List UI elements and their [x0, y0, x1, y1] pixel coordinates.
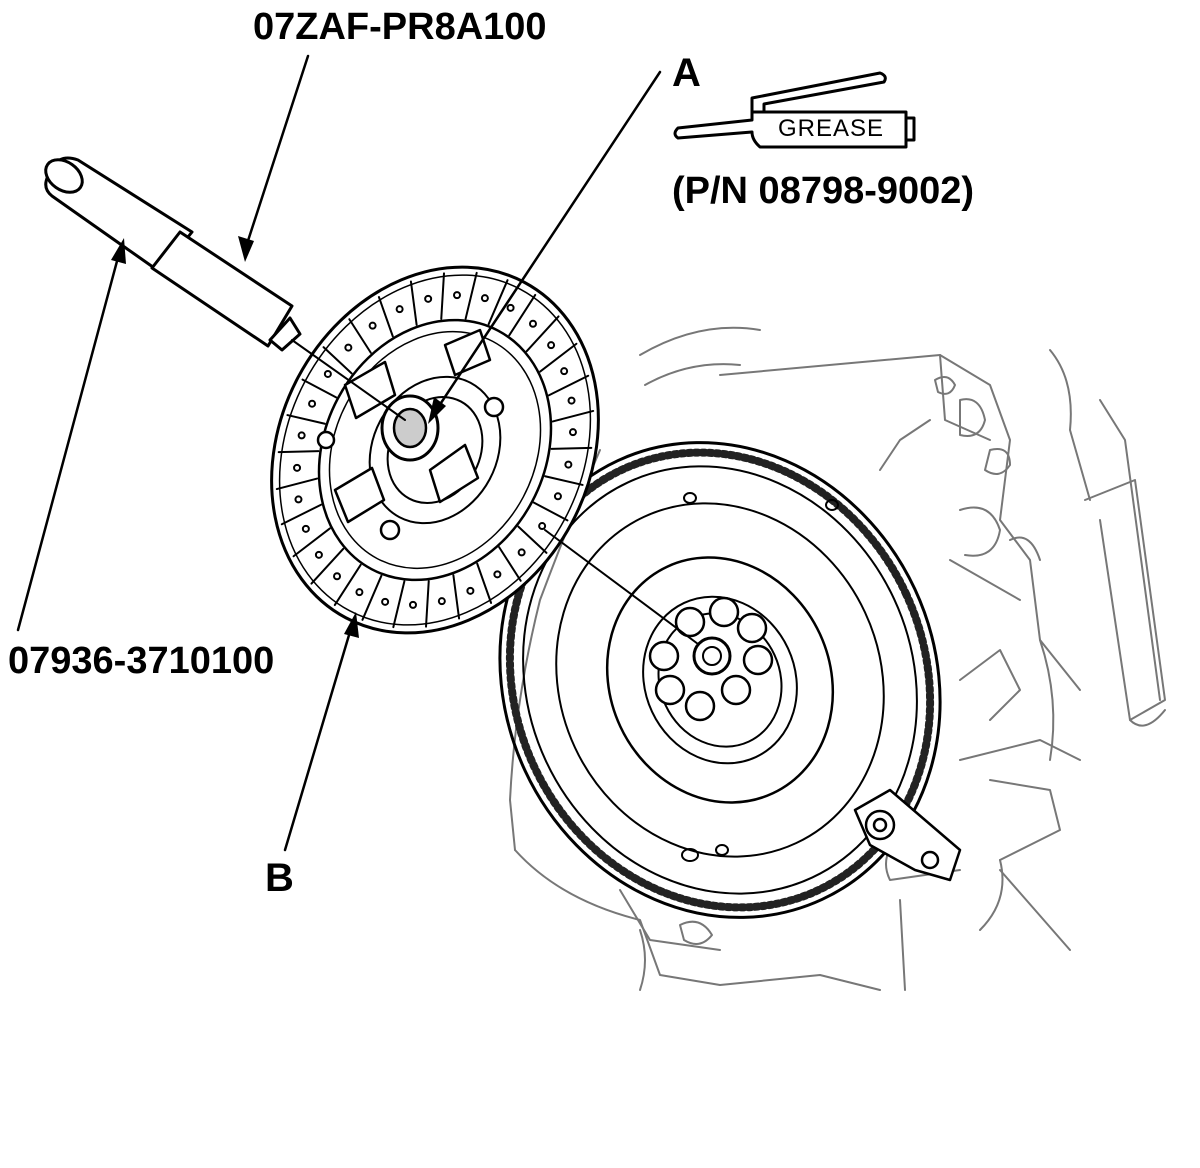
friction-rivet: [301, 524, 310, 533]
flywheel-holes: [681, 492, 839, 862]
friction-rivet: [368, 321, 377, 330]
flywheel: [498, 441, 942, 919]
friction-segment-divider: [532, 501, 569, 522]
friction-segment-divider: [275, 477, 319, 491]
friction-segment-divider: [286, 414, 326, 425]
friction-segment-divider: [409, 280, 418, 326]
flywheel-holder: [853, 788, 962, 882]
friction-rivet: [538, 522, 547, 531]
friction-rivet: [355, 588, 364, 597]
friction-segment-divider: [550, 446, 593, 450]
friction-segment-divider: [377, 296, 394, 338]
friction-rivet: [564, 460, 573, 469]
friction-rivet: [567, 396, 576, 405]
friction-rivet: [453, 291, 462, 300]
tool-number-left-label: 07936-3710100: [8, 640, 275, 682]
friction-segment-divider: [392, 580, 406, 629]
part-number-label: (P/N 08798-9002): [672, 170, 975, 212]
friction-rivet: [493, 570, 502, 579]
friction-rivet: [560, 367, 569, 376]
grease-tube-icon: [673, 71, 916, 149]
friction-segment-divider: [301, 378, 338, 399]
friction-segment-divider: [440, 272, 445, 320]
tool-number-top-label: 07ZAF-PR8A100: [253, 6, 547, 48]
callout-b-label: B: [265, 856, 294, 900]
friction-segment-divider: [280, 503, 323, 526]
friction-rivet: [308, 399, 317, 408]
friction-segment-divider: [348, 318, 372, 354]
alignment-tool: [44, 156, 302, 352]
friction-segment-divider: [539, 342, 578, 373]
friction-rivet: [395, 305, 404, 314]
friction-rivet: [568, 428, 577, 437]
friction-rivet: [408, 600, 417, 609]
friction-rivet: [528, 319, 537, 328]
friction-segment-divider: [525, 315, 560, 353]
friction-segment-divider: [452, 574, 461, 620]
friction-segment-divider: [517, 525, 548, 554]
friction-rivet: [437, 597, 446, 606]
grease-text-label: GREASE: [778, 115, 885, 142]
friction-segment-divider: [361, 574, 383, 621]
friction-segment-divider: [310, 547, 345, 585]
friction-segment-divider: [508, 293, 537, 337]
friction-segment-divider: [476, 562, 493, 604]
friction-rivet: [314, 550, 323, 559]
friction-segment-divider: [292, 527, 331, 558]
clutch-disc: [270, 265, 600, 635]
clutch-disc-friction-segments: [275, 271, 595, 629]
friction-segment-divider: [322, 346, 353, 375]
friction-segment-divider: [544, 475, 584, 486]
friction-rivet: [506, 303, 515, 312]
alignment-centerline: [291, 339, 699, 645]
friction-rivet: [480, 294, 489, 303]
friction-rivet: [323, 369, 332, 378]
friction-segment-divider: [425, 580, 430, 628]
friction-segment-divider: [487, 279, 509, 326]
friction-segment-divider: [464, 271, 478, 320]
friction-rivet: [293, 463, 302, 472]
friction-segment-divider: [277, 450, 320, 454]
flywheel-bolts: [648, 596, 774, 722]
leader-lines: [16, 54, 662, 852]
friction-rivet: [466, 586, 475, 595]
friction-rivet: [294, 495, 303, 504]
friction-rivet: [333, 572, 342, 581]
friction-rivet: [424, 294, 433, 303]
friction-segment-divider: [333, 563, 362, 607]
friction-rivet: [344, 343, 353, 352]
friction-segment-divider: [547, 374, 590, 397]
friction-rivet: [517, 548, 526, 557]
clutch-disc-hub: [316, 328, 505, 541]
friction-rivet: [553, 492, 562, 501]
friction-segment-divider: [551, 409, 595, 423]
friction-segment-divider: [498, 546, 522, 582]
friction-rivet: [381, 597, 390, 606]
leader-arrowheads: [111, 236, 446, 638]
friction-rivet: [297, 431, 306, 440]
friction-rivet: [547, 341, 556, 350]
callout-a-label: A: [672, 51, 701, 95]
engine-block: [509, 326, 1166, 991]
